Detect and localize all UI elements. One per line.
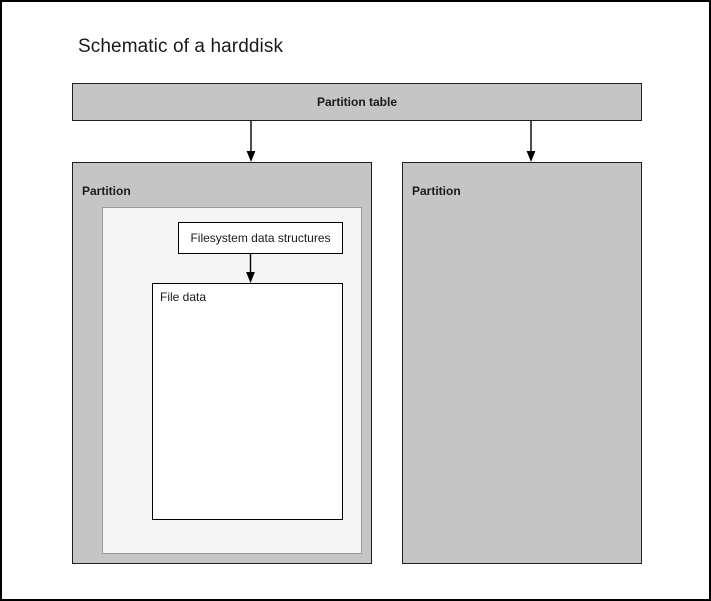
partition-2-block[interactable]: Partition [402, 162, 642, 564]
file-data-label: File data [160, 290, 207, 304]
partition-2-label: Partition [412, 184, 461, 198]
page-title: Schematic of a harddisk [78, 36, 284, 57]
filesystem-data-structures-block[interactable]: Filesystem data structures [178, 222, 343, 254]
file-data-block[interactable]: File data [152, 283, 343, 520]
arrow-partition-table-to-partition-2 [525, 121, 537, 163]
arrow-partition-table-to-partition-1 [245, 121, 257, 163]
partition-table-label: Partition table [316, 95, 397, 109]
filesystem-data-structures-label: Filesystem data structures [190, 231, 331, 245]
partition-table-block[interactable]: Partition table [72, 83, 642, 121]
partition-1-label: Partition [82, 184, 131, 198]
